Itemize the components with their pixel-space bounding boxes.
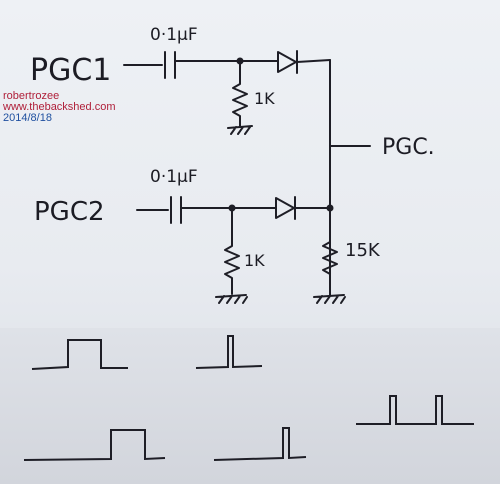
input1-label: PGC1	[30, 53, 111, 88]
diode-1-output-wire	[296, 59, 331, 63]
resistor-2-value: 1K	[244, 251, 265, 270]
waveform-double-pulse	[356, 395, 474, 425]
resistor-3-value: 15K	[345, 240, 381, 261]
junction-dot-3	[326, 204, 334, 212]
resistor-1-value: 1K	[254, 89, 275, 108]
watermark-date: 2014/8/18	[3, 112, 52, 124]
waveform-wide-pulse-2	[23, 429, 166, 461]
ground-symbol-3	[313, 294, 346, 304]
watermark-site: www.thebackshed.com	[3, 101, 116, 113]
diode-2	[275, 196, 296, 220]
resistor-1	[232, 60, 248, 127]
ground-symbol-1	[227, 125, 253, 135]
resistor-3	[322, 229, 338, 295]
resistor-2	[224, 207, 240, 295]
output-label: PGC.	[382, 135, 435, 160]
capacitor-1-value: 0·1µF	[150, 25, 198, 45]
capacitor-2-value: 0·1µF	[150, 167, 198, 187]
ground-symbol-2	[215, 294, 248, 304]
capacitor-2	[170, 196, 182, 224]
diode-1	[277, 50, 298, 74]
waveform-wide-pulse-1	[31, 339, 128, 370]
input2-label: PGC2	[34, 197, 105, 227]
waveform-narrow-pulse-1	[195, 335, 263, 369]
capacitor-1	[164, 51, 176, 79]
watermark-author: robertrozee	[3, 90, 60, 102]
waveform-narrow-pulse-2	[213, 427, 307, 461]
